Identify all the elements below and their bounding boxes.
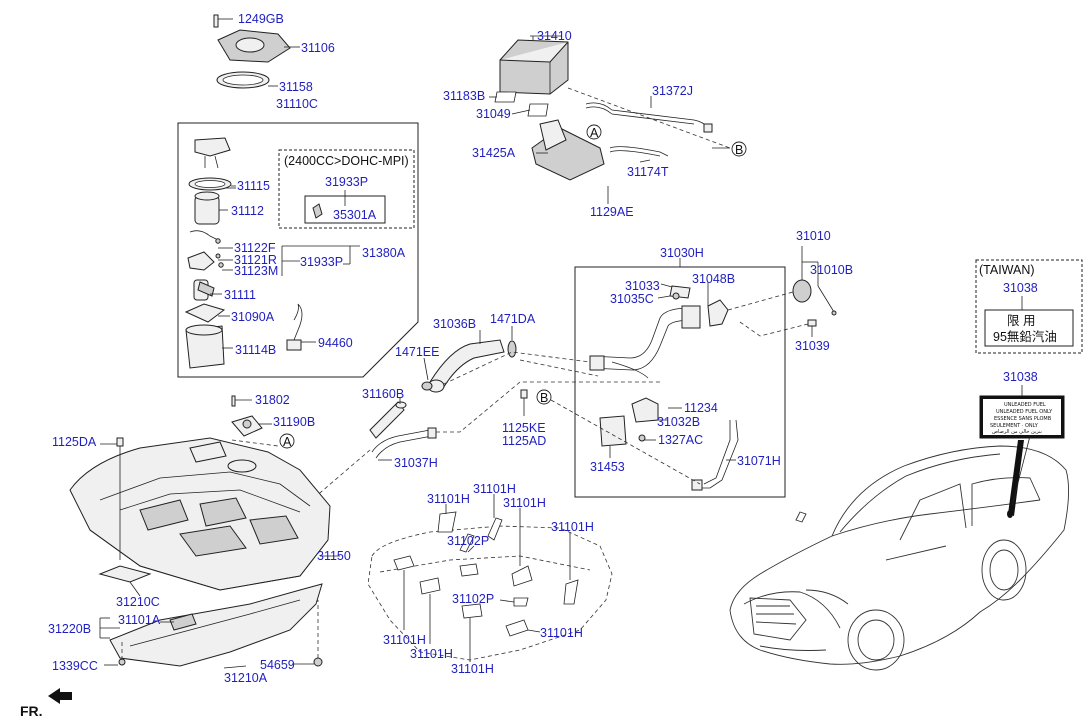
svg-text:ESSENCE SANS PLOMB: ESSENCE SANS PLOMB	[994, 416, 1052, 422]
label-31933P-variant: 31933P	[325, 175, 368, 189]
label-31121R: 31121R	[234, 253, 277, 267]
label-31190B: 31190B	[273, 415, 315, 429]
label-31380A: 31380A	[362, 246, 406, 260]
label-31802: 31802	[255, 393, 290, 407]
label-31030H: 31030H	[660, 246, 704, 260]
label-1471EE: 1471EE	[395, 345, 439, 359]
label-1125KE: 1125KE	[502, 421, 546, 435]
label-31115: 31115	[237, 179, 270, 193]
label-31150: 31150	[317, 549, 351, 563]
label-31101H-3: 31101H	[503, 496, 546, 510]
front-indicator: FR.	[20, 703, 43, 719]
front-arrow-icon	[48, 688, 72, 704]
label-31183B: 31183B	[443, 89, 485, 103]
label-31114B: 31114B	[235, 343, 276, 357]
tank-pad-outline	[367, 494, 613, 662]
fuel-tank-group	[69, 395, 340, 669]
label-31102P-2: 31102P	[452, 592, 494, 606]
label-31033: 31033	[625, 279, 660, 293]
label-54659: 54659	[260, 658, 295, 672]
label-1471DA: 1471DA	[490, 312, 536, 326]
svg-text:SEULEMENT · ONLY: SEULEMENT · ONLY	[990, 423, 1039, 429]
label-31101A: 31101A	[118, 613, 161, 627]
marker-b-filler-text: B	[540, 391, 548, 405]
marker-a-tank-text: A	[283, 435, 292, 449]
label-31071H: 31071H	[737, 454, 781, 468]
label-31101H-2: 31101H	[473, 482, 516, 496]
label-31933P: 31933P	[300, 255, 343, 269]
label-31039: 31039	[795, 339, 830, 353]
label-31090A: 31090A	[231, 310, 275, 324]
label-1249GB: 1249GB	[238, 12, 284, 26]
label-31210C: 31210C	[116, 595, 160, 609]
car-illustration	[729, 435, 1069, 671]
taiwan-box	[975, 259, 1083, 354]
svg-text:UNLEADED FUEL ONLY: UNLEADED FUEL ONLY	[996, 409, 1053, 415]
label-1125DA: 1125DA	[52, 435, 97, 449]
label-31048B: 31048B	[692, 272, 735, 286]
label-1339CC: 1339CC	[52, 659, 98, 673]
label-31453: 31453	[590, 460, 625, 474]
label-31220B: 31220B	[48, 622, 91, 636]
taiwan-note: (TAIWAN)	[979, 263, 1035, 277]
label-1129AE: 1129AE	[590, 205, 634, 219]
label-31112: 31112	[231, 204, 264, 218]
label-31036B: 31036B	[433, 317, 476, 331]
filler-hose-group	[313, 326, 660, 499]
label-31038: 31038	[1003, 370, 1038, 384]
marker-a-canister	[586, 124, 602, 140]
label-94460: 94460	[318, 336, 353, 350]
taiwan-label-line2: 95無鉛汽油	[993, 329, 1057, 344]
label-31010B: 31010B	[810, 263, 853, 277]
label-31037H: 31037H	[394, 456, 438, 470]
label-31049: 31049	[476, 107, 511, 121]
canister-group	[489, 35, 731, 204]
pump-components	[184, 137, 360, 369]
label-31372J: 31372J	[652, 84, 693, 98]
label-31032B: 31032B	[657, 415, 700, 429]
label-31010: 31010	[796, 229, 831, 243]
label-31101H-1: 31101H	[427, 492, 470, 506]
label-31101H-5: 31101H	[383, 633, 426, 647]
label-31038-taiwan: 31038	[1003, 281, 1038, 295]
label-31110C: 31110C	[276, 97, 318, 111]
label-31111: 31111	[224, 288, 256, 302]
label-1125AD: 1125AD	[502, 434, 546, 448]
label-31425A: 31425A	[472, 146, 516, 160]
label-31035C: 31035C	[610, 292, 654, 306]
taiwan-label-line1: 限 用	[1007, 314, 1035, 328]
label-31101H-8: 31101H	[540, 626, 583, 640]
label-31101H-6: 31101H	[410, 647, 453, 661]
label-31106: 31106	[301, 41, 335, 55]
svg-text:UNLEADED FUEL: UNLEADED FUEL	[1004, 402, 1046, 408]
marker-a-text: A	[590, 126, 599, 140]
variant-note: (2400CC>DOHC-MPI)	[284, 154, 409, 168]
label-31101H-7: 31101H	[451, 662, 494, 676]
label-31210A: 31210A	[224, 671, 268, 685]
label-1327AC: 1327AC	[658, 433, 703, 447]
unleaded-fuel-label: UNLEADED FUEL UNLEADED FUEL ONLY ESSENCE…	[979, 395, 1065, 439]
taiwan-fuel-label	[984, 309, 1074, 347]
marker-a-tank	[279, 433, 295, 449]
label-31410: 31410	[537, 29, 572, 43]
fuel-cap-group	[727, 246, 837, 337]
filler-neck-parts	[589, 282, 739, 491]
svg-text:بنزين خالي من الرصاص: بنزين خالي من الرصاص	[992, 429, 1042, 435]
variant-box	[278, 149, 415, 229]
label-35301A: 35301A	[333, 208, 377, 222]
marker-b-filler	[536, 389, 552, 405]
pump-cover-group	[213, 14, 300, 89]
label-31174T: 31174T	[627, 165, 669, 179]
label-31158: 31158	[279, 80, 313, 94]
marker-b-canister	[731, 141, 747, 157]
label-11234: 11234	[684, 401, 718, 415]
label-31102P-1: 31102P	[447, 534, 489, 548]
label-31123M: 31123M	[234, 264, 278, 278]
label-31122F: 31122F	[234, 241, 276, 255]
pump-assembly-frame	[177, 122, 419, 378]
label-31160B: 31160B	[362, 387, 404, 401]
label-31101H-4: 31101H	[551, 520, 594, 534]
marker-b-text: B	[735, 143, 743, 157]
